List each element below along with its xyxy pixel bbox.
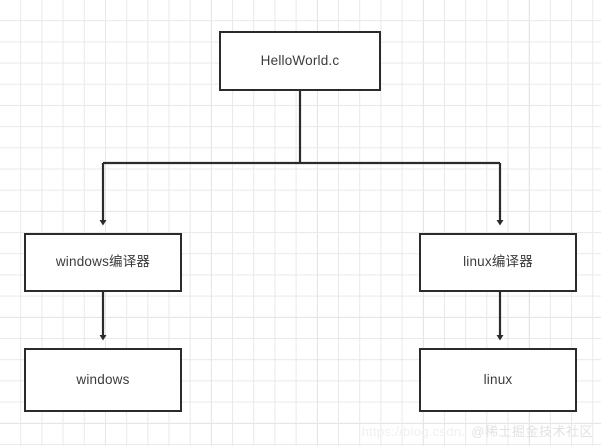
node-linux-compiler[interactable]: linux编译器: [419, 233, 577, 292]
node-linux[interactable]: linux: [419, 348, 577, 412]
node-helloworld-c[interactable]: HelloWorld.c: [219, 31, 381, 91]
node-label: windows编译器: [55, 254, 151, 270]
node-label: linux: [483, 371, 513, 387]
node-windows[interactable]: windows: [24, 348, 182, 412]
watermark-brand: @稀土掘金技术社区: [471, 424, 593, 439]
watermark-url: https://blog.csdn.: [361, 424, 466, 439]
node-windows-compiler[interactable]: windows编译器: [24, 233, 182, 292]
node-label: windows: [76, 371, 130, 387]
node-label: linux编译器: [463, 254, 533, 270]
node-label: HelloWorld.c: [260, 52, 340, 68]
watermark: https://blog.csdn. @稀土掘金技术社区: [362, 421, 593, 440]
